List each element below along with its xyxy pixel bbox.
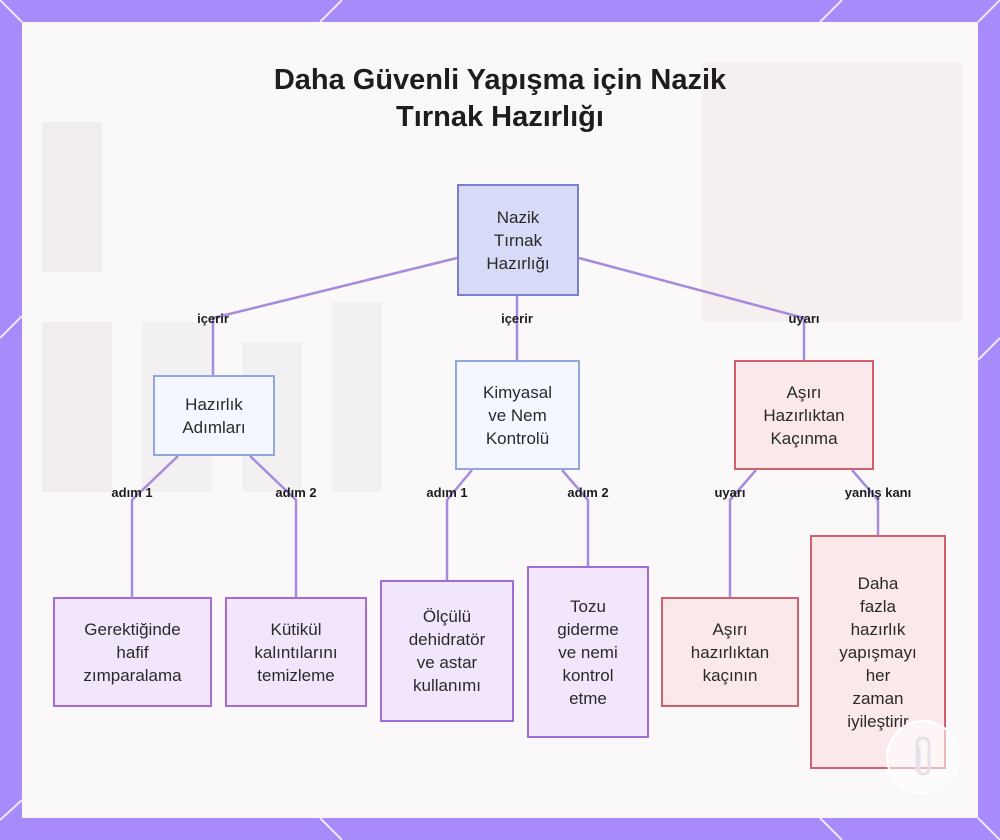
node-warn: Aşırı hazırlıktan kaçının (661, 597, 799, 707)
edge-avoid-myth (851, 469, 880, 535)
node-chem-line-1: Kimyasal (483, 382, 552, 402)
node-dust-line-4: kontrol (562, 665, 614, 685)
edge-prep-buff (130, 455, 179, 597)
node-myth: Daha fazla hazırlık yapışmayı her zaman … (810, 535, 946, 769)
edge-label-avoid-warn: uyarı (714, 485, 746, 500)
node-root-line-2: Tırnak (493, 230, 543, 250)
diagram-title: Daha Güvenli Yapışma için Nazik Tırnak H… (0, 62, 1000, 136)
node-prep-line-2: Adımları (182, 417, 246, 437)
node-buff-line-3: zımparalama (83, 665, 182, 685)
edge-chem-dehydrator (445, 469, 473, 580)
paperclip-badge-icon (886, 720, 960, 794)
title-line-1: Daha Güvenli Yapışma için Nazik (273, 64, 727, 96)
node-dehydrator: Ölçülü dehidratör ve astar kullanımı (380, 580, 514, 722)
node-dust-line-1: Tozu (570, 596, 606, 616)
node-chem: Kimyasal ve Nem Kontrolü (455, 360, 580, 470)
node-cuticle-line-1: Kütikül (270, 619, 322, 639)
edge-root-prep (211, 256, 458, 375)
node-myth-line-7: iyileştirir (847, 711, 909, 731)
node-myth-line-5: her (865, 665, 891, 685)
node-buff: Gerektiğinde hafif zımparalama (53, 597, 212, 707)
node-warn-line-2: hazırlıktan (690, 642, 770, 662)
node-prep-line-1: Hazırlık (185, 394, 243, 414)
node-myth-line-6: zaman (852, 688, 904, 708)
node-dehydrator-line-4: kullanımı (412, 676, 482, 695)
node-dehydrator-line-1: Ölçülü (422, 607, 472, 626)
node-root-line-1: Nazik (496, 207, 540, 227)
node-avoid-line-1: Aşırı (786, 382, 822, 402)
node-avoid-line-2: Hazırlıktan (763, 405, 845, 425)
node-cuticle: Kütikül kalıntılarını temizleme (225, 597, 367, 707)
node-dust-line-2: giderme (557, 619, 619, 639)
edge-label-root-avoid: uyarı (788, 311, 820, 326)
node-cuticle-line-2: kalıntılarını (254, 642, 338, 662)
edge-label-prep-cuticle: adım 2 (275, 485, 317, 500)
node-root: Nazik Tırnak Hazırlığı (457, 184, 579, 296)
node-dust-line-5: etme (569, 688, 607, 708)
node-myth-line-2: fazla (860, 596, 896, 616)
node-warn-line-1: Aşırı (712, 619, 748, 639)
title-line-2: Tırnak Hazırlığı (396, 101, 604, 133)
node-avoid: Aşırı Hazırlıktan Kaçınma (734, 360, 874, 470)
node-dust-line-3: ve nemi (558, 642, 618, 662)
node-chem-line-2: ve Nem (488, 405, 547, 425)
node-buff-line-2: hafif (116, 642, 149, 662)
background-watermark (42, 62, 962, 492)
node-myth-line-3: hazırlık (850, 619, 906, 639)
node-avoid-line-3: Kaçınma (770, 428, 838, 448)
edge-root-avoid (578, 256, 806, 360)
node-prep: Hazırlık Adımları (153, 375, 275, 456)
node-root-line-3: Hazırlığı (486, 253, 550, 273)
edge-label-chem-dehydrator: adım 1 (426, 485, 468, 500)
edge-prep-cuticle (249, 455, 298, 597)
edge-label-root-prep: içerir (197, 311, 229, 326)
node-dehydrator-line-3: ve astar (416, 653, 478, 672)
node-chem-line-3: Kontrolü (485, 428, 550, 448)
node-warn-line-3: kaçının (702, 665, 758, 685)
edge-avoid-warn (728, 469, 757, 597)
node-dehydrator-line-2: dehidratör (408, 630, 486, 649)
edge-label-prep-buff: adım 1 (111, 485, 153, 500)
node-cuticle-line-3: temizleme (257, 665, 335, 685)
edge-label-avoid-myth: yanlış kanı (844, 485, 912, 500)
node-dust: Tozu giderme ve nemi kontrol etme (527, 566, 649, 738)
node-buff-line-1: Gerektiğinde (84, 619, 181, 639)
edge-label-chem-dust: adım 2 (567, 485, 609, 500)
edge-chem-dust (561, 469, 590, 566)
edge-label-root-chem: içerir (501, 311, 533, 326)
node-myth-line-1: Daha (857, 573, 899, 593)
node-myth-line-4: yapışmayı (839, 642, 917, 662)
